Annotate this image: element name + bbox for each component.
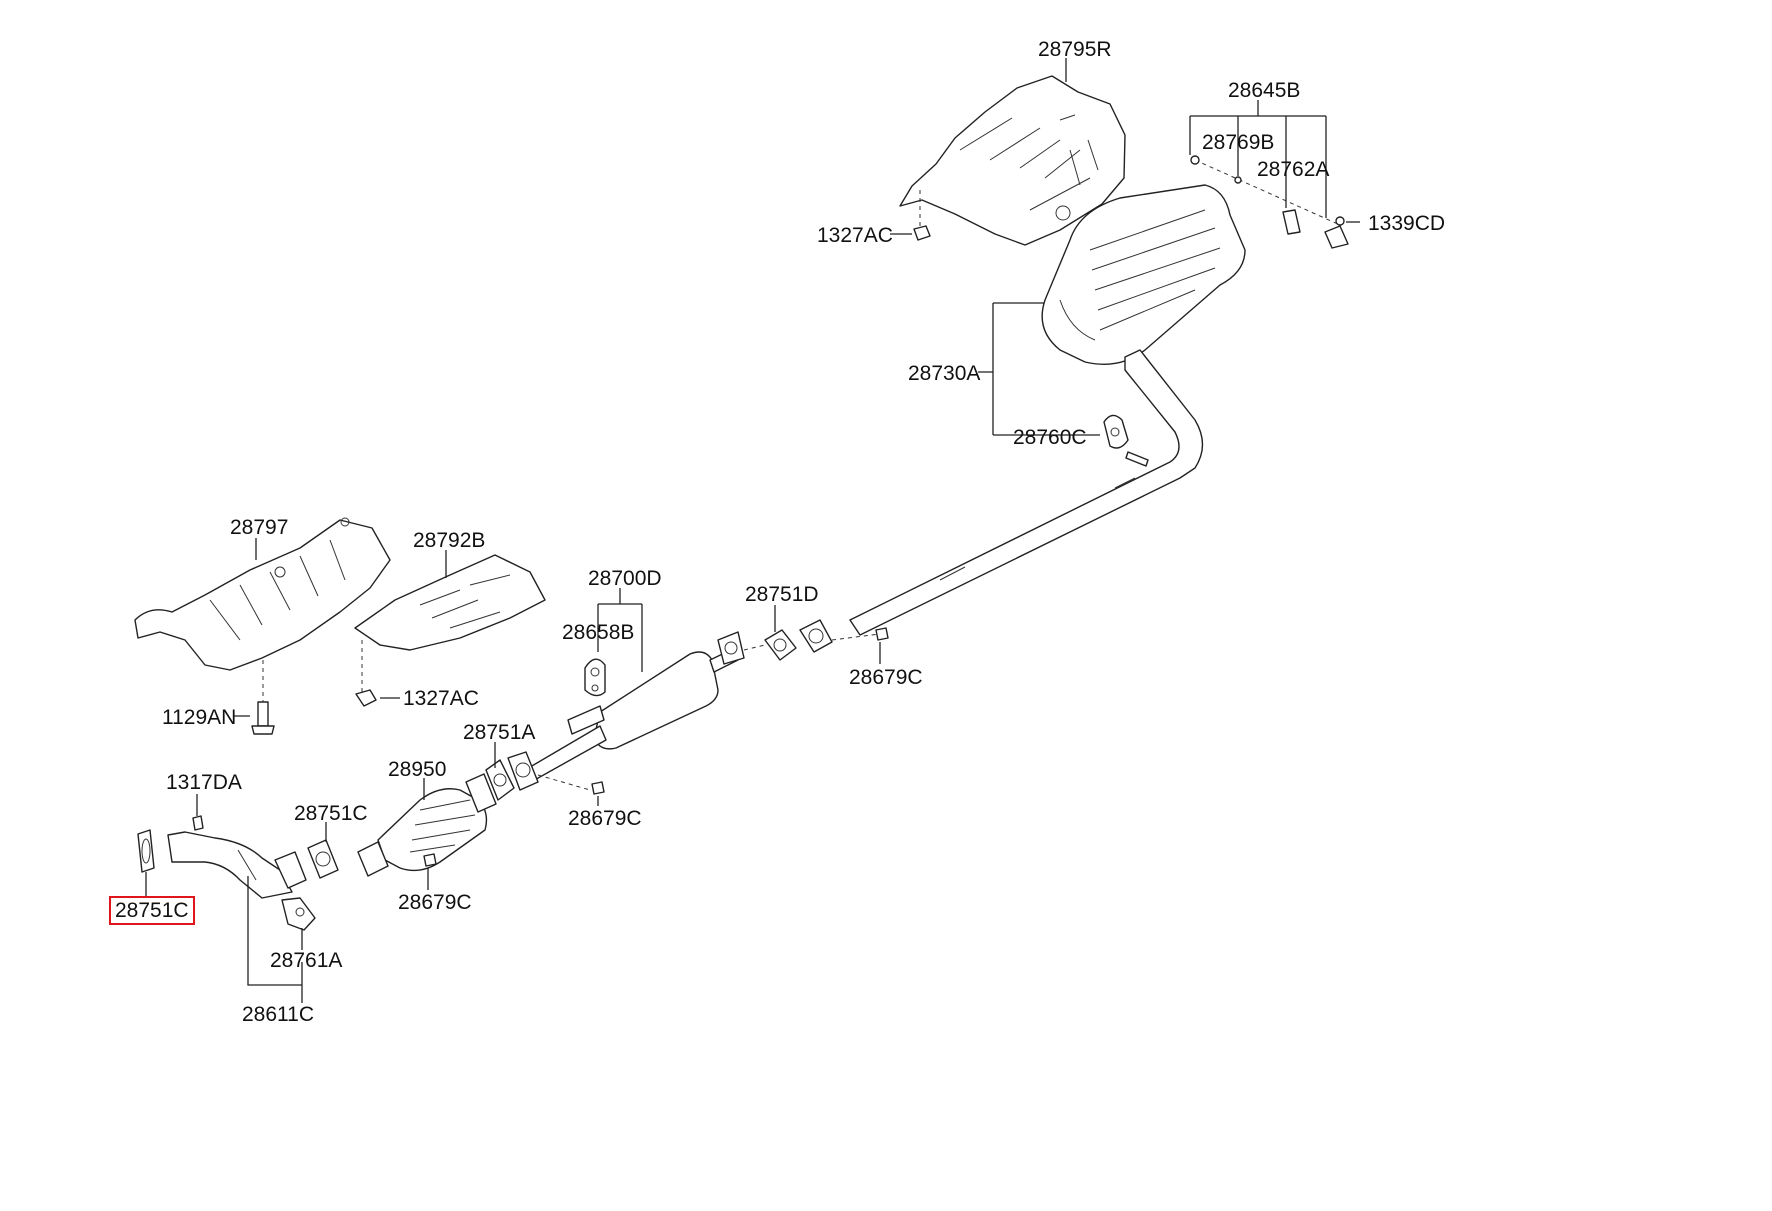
nut-28679C-low[interactable] bbox=[423, 853, 437, 867]
nut-28679C-mid[interactable] bbox=[591, 781, 605, 795]
rear-muffler-28730A[interactable] bbox=[1041, 184, 1246, 365]
center-heat-shield-28792B[interactable] bbox=[354, 554, 546, 651]
label-28762A[interactable]: 28762A bbox=[1257, 158, 1330, 181]
label-1339CD[interactable]: 1339CD bbox=[1368, 212, 1446, 235]
label-28761A[interactable]: 28761A bbox=[270, 949, 343, 972]
front-heat-shield-28797[interactable] bbox=[134, 517, 391, 671]
gasket-28751A[interactable] bbox=[485, 751, 591, 801]
label-28645B[interactable]: 28645B bbox=[1228, 79, 1301, 102]
hanger-bracket-28645B[interactable] bbox=[1190, 155, 1349, 249]
label-28950[interactable]: 28950 bbox=[388, 758, 447, 781]
main-exhaust-pipe[interactable] bbox=[849, 349, 1204, 636]
label-28751D[interactable]: 28751D bbox=[745, 583, 819, 606]
label-1327AC-top[interactable]: 1327AC bbox=[817, 224, 893, 247]
catalytic-converter-28950[interactable] bbox=[357, 773, 497, 877]
label-1327AC-mid[interactable]: 1327AC bbox=[403, 687, 479, 710]
bolt-1129AN[interactable] bbox=[251, 660, 275, 735]
label-1129AN[interactable]: 1129AN bbox=[162, 706, 237, 729]
label-28751A[interactable]: 28751A bbox=[463, 721, 536, 744]
label-28795R[interactable]: 28795R bbox=[1038, 38, 1112, 61]
rubber-hanger-28761A[interactable] bbox=[281, 897, 316, 931]
front-pipe-28611C[interactable] bbox=[167, 831, 307, 899]
rear-heat-shield-28795R[interactable] bbox=[899, 75, 1126, 246]
label-28679C-right[interactable]: 28679C bbox=[849, 666, 923, 689]
label-28700D[interactable]: 28700D bbox=[588, 567, 662, 590]
nut-1327AC-top[interactable] bbox=[913, 190, 931, 241]
gasket-28751D[interactable] bbox=[717, 619, 881, 665]
label-28658B[interactable]: 28658B bbox=[562, 621, 635, 644]
nut-28679C-right[interactable] bbox=[875, 627, 889, 641]
label-28769B[interactable]: 28769B bbox=[1202, 131, 1275, 154]
nut-1327AC-mid[interactable] bbox=[355, 640, 377, 707]
label-28679C-low[interactable]: 28679C bbox=[398, 891, 472, 914]
bolt-1317DA[interactable] bbox=[192, 815, 204, 831]
label-28730A[interactable]: 28730A bbox=[908, 362, 981, 385]
label-28792B[interactable]: 28792B bbox=[413, 529, 486, 552]
label-28760C[interactable]: 28760C bbox=[1013, 426, 1087, 449]
gasket-28751C-selected[interactable] bbox=[137, 829, 155, 873]
gasket-28751C-mid[interactable] bbox=[307, 839, 339, 879]
label-28797[interactable]: 28797 bbox=[230, 516, 289, 539]
label-28751C-mid[interactable]: 28751C bbox=[294, 802, 368, 825]
label-28611C[interactable]: 28611C bbox=[242, 1003, 315, 1026]
label-28679C-mid[interactable]: 28679C bbox=[568, 807, 642, 830]
center-muffler-28700D[interactable] bbox=[524, 647, 739, 783]
rubber-hanger-28760C[interactable] bbox=[1103, 414, 1149, 467]
label-1317DA[interactable]: 1317DA bbox=[166, 771, 242, 794]
label-28751C-selected[interactable]: 28751C bbox=[109, 896, 195, 925]
rubber-hanger-28658B[interactable] bbox=[584, 658, 606, 697]
leader-lines bbox=[145, 58, 1360, 1003]
